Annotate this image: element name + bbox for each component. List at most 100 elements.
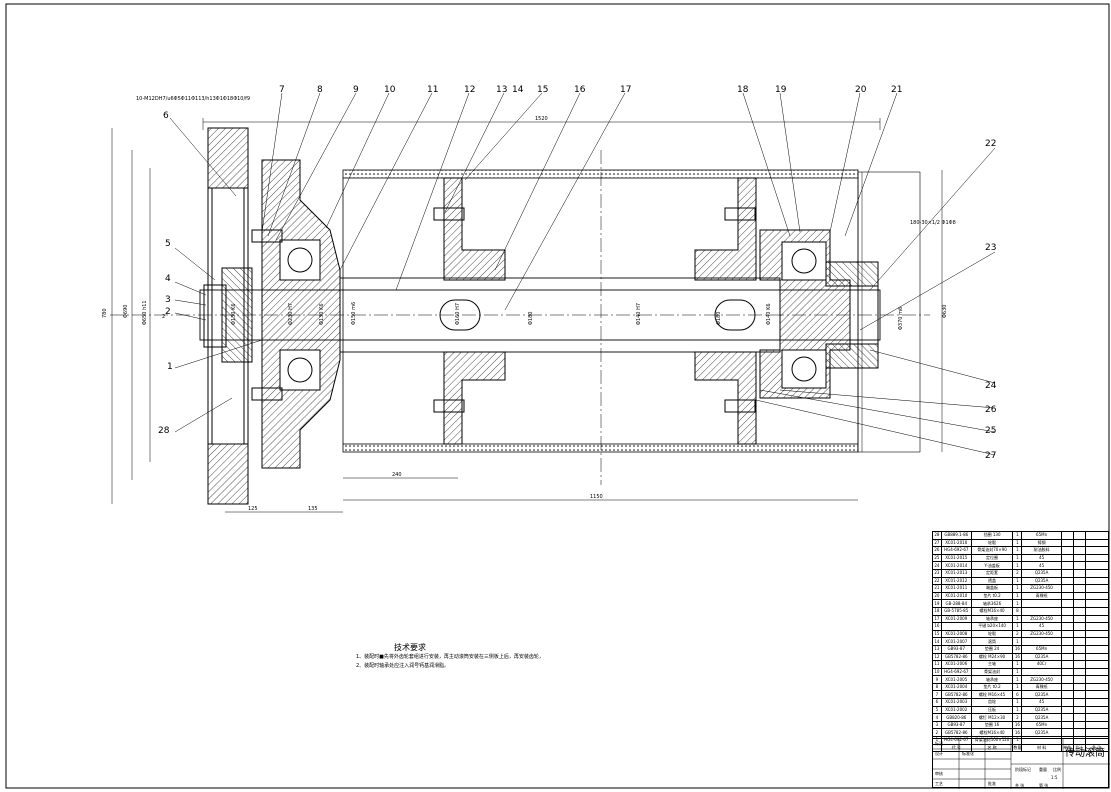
bom-cell: 压板 [970, 705, 1014, 715]
bom-cell: 13 [932, 644, 942, 654]
tb-label: 重量 [1039, 767, 1047, 772]
bom-cell: GB820-86 [940, 713, 972, 722]
bom-cell [1072, 599, 1086, 608]
bom-cell: 1 [1012, 584, 1023, 593]
bom-cell: Q235A [1021, 705, 1062, 715]
dim-dia-2: 2 [162, 314, 165, 320]
right-hub [694, 177, 757, 445]
bom-cell [1072, 728, 1086, 738]
tb-label: 共 张 [1015, 783, 1025, 788]
bom-cell [1060, 599, 1074, 608]
bom-cell [1060, 553, 1074, 563]
keyway-note: 180-30×1/2 Φ1Φ8 [910, 220, 956, 226]
bom-cell: HG4-692-67 [940, 546, 972, 555]
shaft-label: Φ150 m6 [351, 302, 357, 325]
title-block-grid [933, 739, 1110, 789]
bom-cell: 1 [1012, 637, 1023, 646]
bom-cell: Y-油盖板 [970, 561, 1014, 570]
bom-cell [1072, 591, 1086, 601]
bom-cell [1060, 538, 1074, 548]
bom-cell [1072, 584, 1086, 593]
bom-cell [1072, 553, 1086, 563]
bom-cell: 铸钢 [1021, 538, 1062, 548]
bom-cell: 45 [1021, 698, 1062, 707]
bom-cell [1072, 622, 1086, 631]
bom-cell: 垫圈 24 [970, 644, 1014, 654]
shaft-label: Φ130 K6 [319, 303, 325, 325]
bom-cell [1084, 728, 1109, 738]
shaft-label: Φ180 [528, 312, 534, 325]
bom-cell: GB-288-84 [940, 599, 972, 608]
tb-label: 标记 [935, 741, 943, 746]
note-line: 1、装配时■先将外齿轮套组进行安装，再主动滚筒安装在三侧板上后，再安装齿轮， [356, 654, 544, 660]
bom-cell [1072, 546, 1086, 555]
bom-cell [1072, 675, 1086, 684]
part-number-labels: 1 2 3 4 5 6 7 8 9 10 11 12 13 14 15 16 1… [158, 85, 997, 461]
left-bearing-housing [251, 159, 341, 469]
bom-cell: XC01-2010 [940, 538, 972, 548]
bom-cell: 1 [1012, 553, 1023, 563]
sheet-border [5, 3, 1110, 789]
bom-cell: 端盖板 [970, 584, 1014, 593]
bom-cell: 1 [1012, 538, 1023, 548]
bom-cell: 骨架油封70×90 [970, 546, 1014, 555]
bom-cell [1072, 568, 1086, 578]
shaft-label: Φ140 H7 [636, 303, 642, 325]
bom-cell: 轴承座 [970, 675, 1014, 684]
bom-cell: XC01-2013 [940, 568, 972, 578]
bom-cell: 21 [932, 584, 942, 593]
bom-cell: GB5782-86 [940, 690, 972, 700]
bom-cell [1021, 599, 1062, 608]
bom-cell: 26 [932, 546, 942, 555]
bom-cell: 垫圈 16 [970, 720, 1014, 730]
bom-cell [1084, 538, 1109, 548]
bom-cell [940, 622, 972, 631]
bom-cell: XC01-2008 [940, 629, 972, 639]
bom-cell: 1 [1012, 531, 1023, 540]
bom-cell [1072, 660, 1086, 669]
title-block: 传动滚筒 标记 设计 审核 工艺 标准化 批准 阶段标记 重量 比例 1:5 共… [932, 738, 1110, 789]
bom-cell [1084, 561, 1109, 570]
bom-cell: 1 [1012, 622, 1023, 631]
bom-cell: 8 [932, 682, 942, 692]
part-label: 16 [574, 85, 586, 95]
tb-label: 比例 [1053, 767, 1061, 772]
bom-cell: 24 [932, 561, 942, 570]
bom-cell [1072, 713, 1086, 722]
bom-cell: 11 [932, 660, 942, 669]
part-label: 13 [496, 85, 507, 95]
bom-cell [1072, 720, 1086, 730]
tb-label: 阶段标记 [1015, 767, 1031, 772]
part-label: 15 [537, 85, 548, 95]
shaft-label: Φ230 H7 [288, 303, 294, 325]
bom-cell: 1 [1012, 591, 1023, 601]
bom-cell: 14 [932, 637, 942, 646]
bom-cell: 1 [1012, 698, 1023, 707]
tb-label: 批准 [988, 781, 996, 786]
dimension-text: 10-M12DH7/u6Φ5Φ11Φ113/h13Φ1Φ18Φ10/f9 180… [102, 96, 956, 512]
dim-dia-370: Φ370 m6 [898, 307, 904, 330]
shaft-label: Φ160 H7 [455, 303, 461, 325]
bom-cell [1021, 667, 1062, 677]
bom-cell: 45 [1021, 553, 1062, 563]
bom-cell: 2 [1012, 629, 1023, 639]
bom-cell: 耐油胶料 [1021, 546, 1062, 555]
part-label: 1 [167, 362, 173, 372]
bom-cell: 挡圈 130 [970, 531, 1014, 540]
bom-cell: 10 [932, 667, 942, 677]
bom-cell: 1 [1012, 599, 1023, 608]
bom-cell [1084, 720, 1109, 730]
bom-cell: GB93-87 [940, 644, 972, 654]
bom-header-cell: 总计 [1072, 743, 1086, 753]
bom-cell: 定位圈 [970, 553, 1014, 563]
